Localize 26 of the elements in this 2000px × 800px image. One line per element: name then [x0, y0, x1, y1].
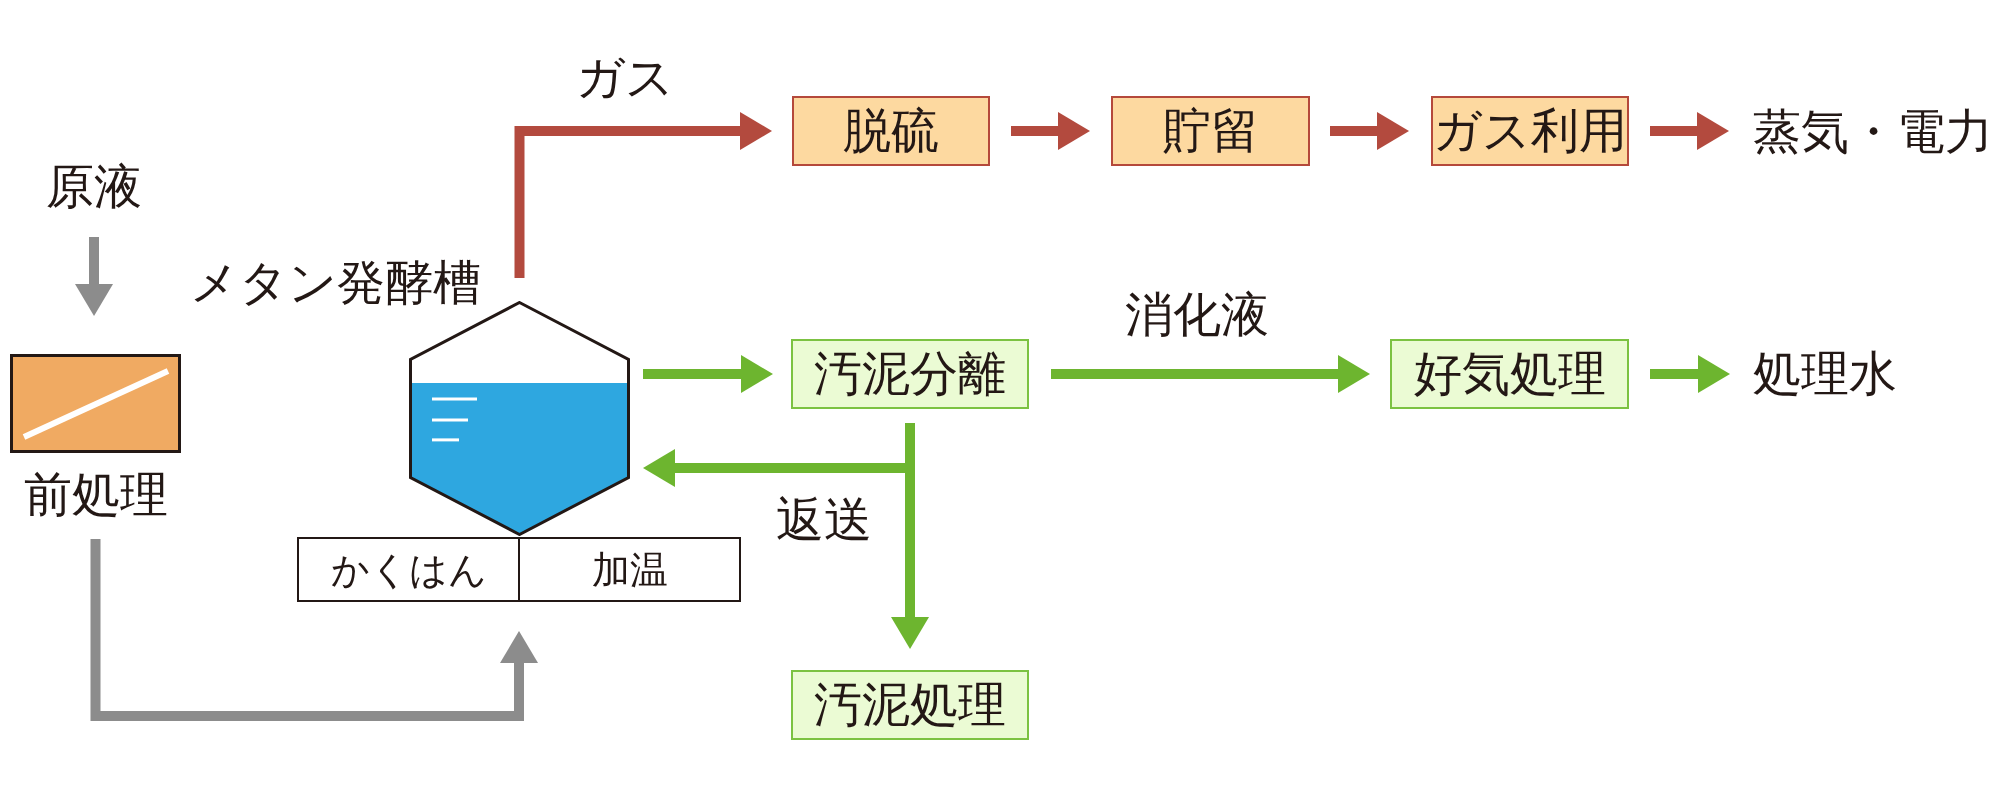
flow-arrow — [90, 539, 538, 721]
flow-arrow — [1330, 112, 1409, 150]
flow-arrow — [514, 112, 772, 278]
process-box: 脱硫 — [792, 96, 990, 166]
table-cell: 加温 — [520, 537, 741, 602]
flow-arrow — [75, 237, 113, 316]
process-box: 貯留 — [1111, 96, 1310, 166]
process-box: 好気処理 — [1390, 339, 1629, 409]
edge-label: 返送 — [776, 496, 872, 544]
flow-arrow — [1650, 355, 1730, 393]
node-label: 前処理 — [23, 471, 168, 519]
flow-arrow — [1051, 355, 1370, 393]
edge-label: 消化液 — [1125, 291, 1269, 339]
flow-arrow — [1011, 112, 1090, 150]
flow-arrow — [891, 468, 929, 649]
flow-label: 原液 — [46, 163, 142, 211]
flow-label: 蒸気・電力 — [1753, 108, 1993, 156]
node-label: メタン発酵槽 — [190, 259, 481, 307]
table-cell: かくはん — [297, 537, 520, 602]
flow-arrow — [643, 355, 773, 393]
process-box: 汚泥処理 — [791, 670, 1029, 740]
flow-arrow — [643, 449, 905, 487]
flow-label: 処理水 — [1753, 350, 1897, 398]
flow-arrow — [1650, 112, 1729, 150]
process-box: 汚泥分離 — [791, 339, 1029, 409]
process-box: ガス利用 — [1431, 96, 1629, 166]
